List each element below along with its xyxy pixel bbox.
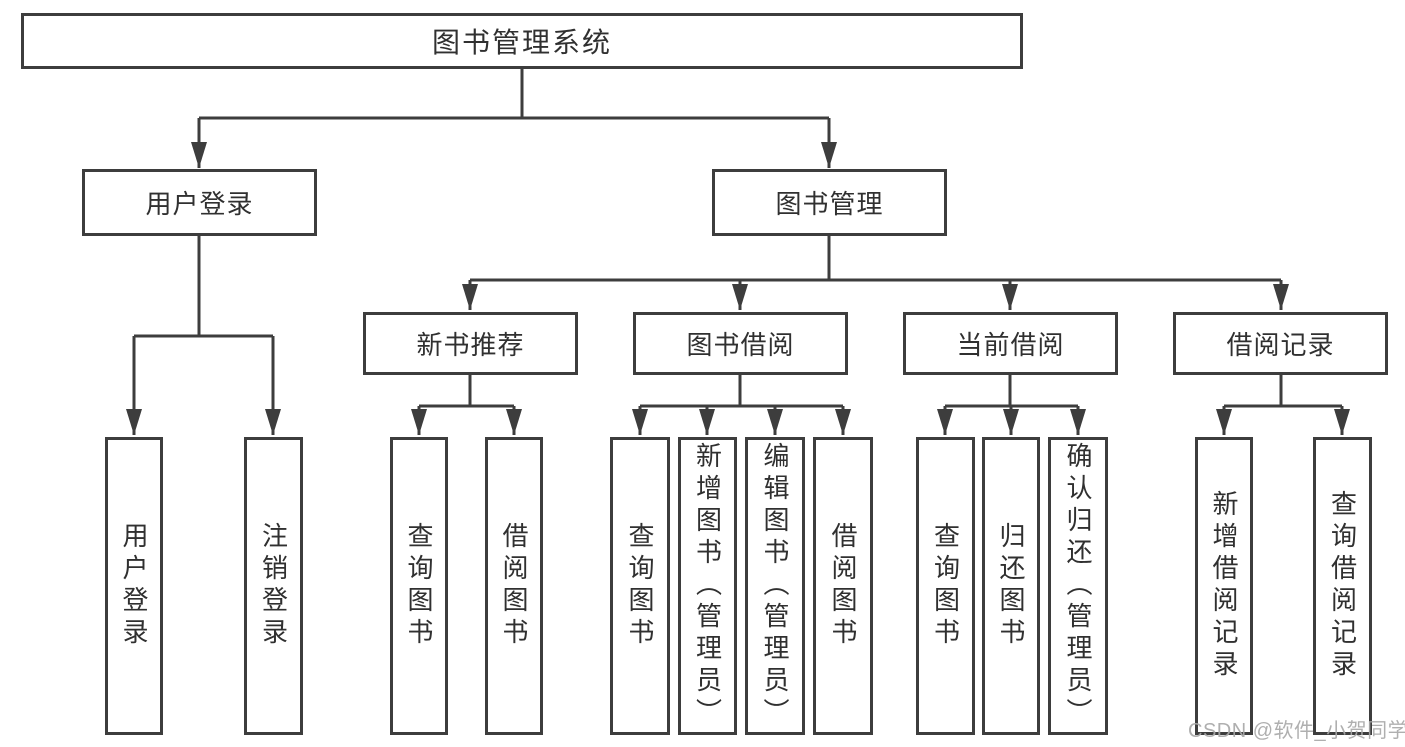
connector-rail (945, 375, 1078, 408)
leaf-add-borrow-record: 新增借阅记录 (1195, 437, 1253, 735)
node-label: 图书借阅 (686, 330, 795, 360)
node-label: 编辑图书（管理员） (760, 442, 790, 730)
leaf-logout: 注销登录 (244, 437, 303, 735)
connector-new-book-branch (411, 375, 522, 435)
node-label: 新增图书（管理员） (692, 442, 723, 730)
node-label: 借阅图书 (499, 522, 529, 650)
leaf-confirm-return-admin: 确认归还（管理员） (1048, 437, 1108, 735)
csdn-watermark: CSDN @软件_小贺同学 (1188, 720, 1405, 742)
leaf-return-books: 归还图书 (982, 437, 1040, 735)
node-label: 新增借阅记录 (1209, 490, 1239, 682)
node-label: 借阅记录 (1226, 330, 1335, 360)
node-label: 新书推荐 (416, 330, 525, 360)
node-label: 查询图书 (404, 522, 434, 650)
node-new-book-recommendation: 新书推荐 (363, 312, 578, 375)
leaf-user-login: 用户登录 (105, 437, 163, 735)
node-book-borrowing: 图书借阅 (633, 312, 848, 375)
connector-root-branch (191, 68, 837, 168)
connector-book-borrow-branch (632, 375, 851, 435)
node-label: 用户登录 (145, 189, 254, 219)
leaf-query-borrow-record: 查询借阅记录 (1313, 437, 1372, 735)
node-user-login: 用户登录 (82, 169, 317, 236)
node-label: 注销登录 (258, 522, 289, 650)
node-library-management-system: 图书管理系统 (21, 13, 1023, 69)
connector-rail (470, 236, 1281, 282)
leaf-borrow-books: 借阅图书 (813, 437, 873, 735)
node-label: 借阅图书 (828, 522, 858, 650)
connector-rail (134, 236, 273, 338)
leaf-edit-books-admin: 编辑图书（管理员） (745, 437, 805, 735)
leaf-query-books: 查询图书 (916, 437, 975, 735)
node-current-borrowing: 当前借阅 (903, 312, 1118, 375)
node-label: 图书管理 (775, 189, 884, 219)
leaf-query-books: 查询图书 (610, 437, 670, 735)
node-label: 用户登录 (119, 522, 149, 650)
node-label: 查询图书 (930, 522, 961, 650)
leaf-borrow-books: 借阅图书 (485, 437, 543, 735)
node-label: 当前借阅 (956, 330, 1065, 360)
connector-rail (640, 375, 843, 408)
connector-rail (1224, 375, 1342, 408)
node-label: 图书管理系统 (431, 27, 612, 58)
connector-borrow-record-branch (1216, 375, 1350, 435)
node-label: 归还图书 (996, 522, 1026, 650)
node-label: 查询借阅记录 (1327, 490, 1358, 682)
connector-rail (419, 375, 514, 408)
connector-book-management-branch (462, 236, 1289, 310)
leaf-query-books: 查询图书 (390, 437, 448, 735)
node-book-management: 图书管理 (712, 169, 947, 236)
connector-user-login-branch (126, 236, 281, 435)
leaf-add-books-admin: 新增图书（管理员） (678, 437, 737, 735)
node-label: 确认归还（管理员） (1063, 442, 1093, 730)
connector-current-borrow-branch (937, 375, 1086, 435)
node-label: 查询图书 (625, 522, 655, 650)
node-borrow-records: 借阅记录 (1173, 312, 1388, 375)
connector-rail (199, 68, 829, 120)
